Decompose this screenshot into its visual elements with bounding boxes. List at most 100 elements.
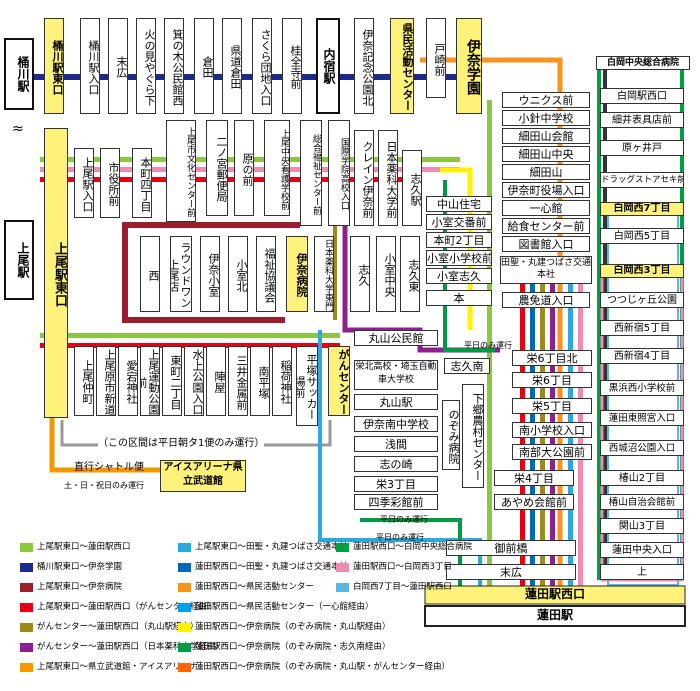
stop-sakura[interactable]: さくら団地入口 [252,18,272,114]
stop-ninomiya[interactable]: 二ノ宮郵便局 [206,120,228,216]
stop-ina-kinen[interactable]: 伊奈記念公園北 [354,18,374,114]
stop-inari[interactable]: 稲荷神社 [272,346,292,416]
stop-hosoi[interactable]: 細井表具店前 [600,112,684,128]
hasuda-station-label[interactable]: 蓮田駅 [536,608,573,622]
uchijuku-station[interactable]: 内宿駅 [316,18,340,114]
stop-ageo-iriguchi[interactable]: 上尾駅入口 [74,148,94,218]
stop-sogo[interactable]: 総合福祉センター前 [300,120,322,226]
stop-ageo-nakamachi[interactable]: 上尾仲町 [74,346,94,416]
stop-sakae6[interactable]: 栄6丁目 [512,372,592,388]
stop-minamihira[interactable]: 南平塚 [250,346,270,416]
stop-minami-sho[interactable]: 南小学校入口 [512,422,592,438]
stop-ageo-higashi[interactable]: 上尾駅東口 [44,128,68,418]
stop-honmachi4[interactable]: 本町四丁目 [132,148,152,218]
stop-sanbon[interactable]: 三井金属前 [228,346,248,416]
stop-gan[interactable]: がんセンター [328,346,350,416]
stop-eihoku[interactable]: 栄北高校・埼玉自動車大学校 [354,360,438,390]
stop-higashimachi2[interactable]: 東町二丁目 [162,346,182,416]
stop-okegawa-iriguchi[interactable]: 桶川駅入口 [80,18,100,114]
stop-clean[interactable]: クレイン伊奈前 [354,130,374,226]
stop-jinya[interactable]: 陣屋 [206,346,226,416]
stop-komuro-kita[interactable]: 小室北 [228,236,248,312]
stop-kendo-kurata[interactable]: 県道倉田 [222,18,242,114]
stop-unix[interactable]: ウニクス前 [502,92,590,108]
stop-nishi[interactable]: 西 [140,236,160,312]
stop-nozomi[interactable]: のぞみ病院 [442,400,460,470]
stop-tozaki[interactable]: 戸崎前 [426,18,446,98]
stop-shiraoka-nishiguchi[interactable]: 白岡駅西口 [600,88,684,104]
stop-fukushi[interactable]: 福祉協議会 [256,236,276,312]
stop-nishishin5[interactable]: 西新宿5丁目 [600,320,684,336]
stop-hinomi[interactable]: 火の見やぐら下 [136,18,156,114]
ageo-station[interactable]: 上尾駅 [4,220,34,300]
stop-ina-byoin[interactable]: 伊奈病院 [286,236,308,312]
stop-nishishin4[interactable]: 西新宿4丁目 [600,348,684,364]
stop-okegawa-higashi[interactable]: 桶川駅東口 [44,18,64,114]
stop-gozenbashi[interactable]: 御前橋 [446,540,576,556]
stop-katsura[interactable]: 桂全寺前 [282,18,302,114]
stop-shikunami[interactable]: 志久南 [444,358,490,374]
stop-rounduwon[interactable]: ラウンドワン上尾店 [170,236,192,312]
stop-shiraoka3[interactable]: 白岡西3丁目 [600,264,684,278]
stop-nakayama[interactable]: 中山住宅 [426,196,492,212]
stop-shinozaki[interactable]: 志の崎 [354,456,438,472]
stop-hon[interactable]: 本 [426,290,492,306]
stop-noumen[interactable]: 農免道入口 [502,292,590,308]
stop-hara-mae[interactable]: 原の前 [234,120,254,216]
stop-ina-yakuba[interactable]: 伊奈町役場入口 [502,182,590,198]
stop-hosoda-kaikan[interactable]: 細田山会館 [502,128,590,144]
stop-haranoido[interactable]: 原ヶ井戸 [600,140,684,156]
stop-kurata[interactable]: 倉田 [194,18,214,114]
stop-shiki[interactable]: 四季彩館前 [354,494,438,510]
stop-ageo-hara[interactable]: 上尾原市新道 [96,346,116,416]
stop-shiyakusho[interactable]: 市役所前 [100,148,120,218]
stop-shimogo[interactable]: 下郷農村センター [462,384,484,488]
stop-nishijo[interactable]: 西城沼公園入口 [600,440,684,456]
stop-ageo-undo[interactable]: 上尾運動公園前 [140,346,160,416]
stop-ue[interactable]: 上 [600,564,684,580]
hasuda-nishiguchi-label[interactable]: 蓮田駅西口 [524,587,585,601]
stop-aitaka[interactable]: 愛宕神社 [118,346,138,416]
stop-kurohama[interactable]: 黒浜西小学校前 [600,380,684,396]
stop-nihon-yakka[interactable]: 日本薬科大学前 [378,130,398,226]
stop-sakae5[interactable]: 栄5丁目 [512,398,592,414]
stop-komuro-chuo[interactable]: 小室中央 [376,236,396,312]
stop-shiku-higashi[interactable]: 志久東 [400,236,420,312]
stop-ina-gakuen[interactable]: 伊奈学園 [456,18,482,114]
stop-nihon-yakka2[interactable]: 日本薬科大学東門 [314,236,334,312]
stop-kokusai[interactable]: 国際学院高校入口 [328,120,350,226]
stop-tsutsuji[interactable]: つつじヶ丘公園 [600,292,684,308]
stop-hasuda-higashi[interactable]: 蓮田東照宮入口 [600,410,684,426]
stop-minowa[interactable]: 箕の木公民館西 [164,18,184,114]
stop-suehiro[interactable]: 末広 [446,564,576,580]
stop-nanbu[interactable]: 南部大公園前 [512,444,592,460]
stop-bunka[interactable]: 上尾市文化センター前 [166,120,196,222]
stop-hosoda-chuo[interactable]: 細田山中央 [502,146,590,162]
stop-hasuda-chuo[interactable]: 蓮田中央入口 [600,542,684,558]
stop-toshokan[interactable]: 図書館入口 [502,236,590,252]
stop-ayame[interactable]: あやめ会館前 [494,494,574,510]
stop-komuro-sho[interactable]: 小室小学校前 [426,250,492,266]
stop-hiratsuka-soccer[interactable]: 平塚サッカー場前 [296,346,318,426]
stop-sakae6n[interactable]: 栄6丁目北 [512,350,592,366]
stop-takada[interactable]: 田聖・丸建つばさ交通本社 [500,256,592,284]
stop-maruyama-kominkan[interactable]: 丸山公民館 [354,330,438,346]
stop-isshin[interactable]: 一心館 [502,200,590,216]
stop-chuo-sogo[interactable]: 白岡中央総合病院 [596,56,690,70]
stop-tsubakiyama-jichi[interactable]: 椿山自治会館前 [600,494,684,510]
stop-tsubakiyama2[interactable]: 椿山2丁目 [600,470,684,486]
stop-shiku-eki[interactable]: 志久駅 [402,150,422,226]
okegawa-station[interactable]: 桶川駅 [4,38,34,110]
stop-komuro-shiku[interactable]: 小室志久 [426,268,492,284]
stop-shiraoka5[interactable]: 白岡西5丁目 [600,228,684,244]
stop-komaba-chu[interactable]: 小針中学校 [502,110,590,126]
stop-chuo-kango[interactable]: 上尾中央看護学校前 [264,120,290,216]
stop-drug[interactable]: ドラッグストアセキ前 [600,172,684,188]
stop-honmachi2[interactable]: 本町2丁目 [426,232,492,248]
stop-suehiro-top[interactable]: 末広 [108,18,128,114]
stop-arena[interactable]: アイスアリーナ県立武道館 [160,460,246,492]
stop-asama[interactable]: 浅間 [354,436,438,452]
stop-ina-minami[interactable]: 伊奈南中学校 [354,416,438,432]
stop-sekiyama3[interactable]: 関山3丁目 [600,518,684,534]
stop-shiraoka7[interactable]: 白岡西7丁目 [600,202,684,216]
